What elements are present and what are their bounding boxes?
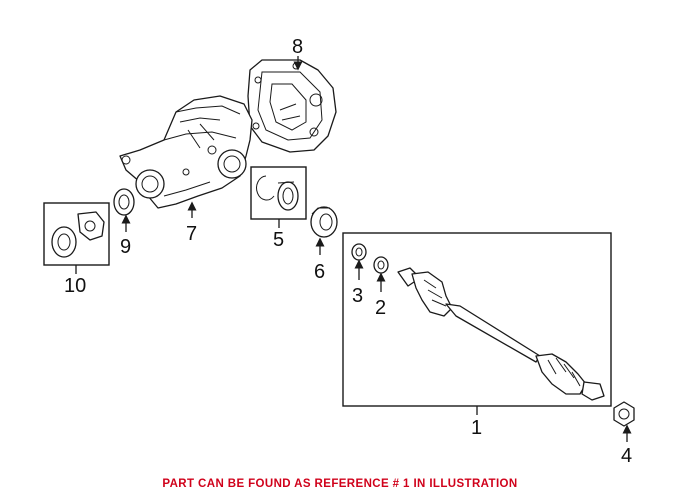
callout-3: 3 <box>352 285 363 307</box>
footer-note: PART CAN BE FOUND AS REFERENCE # 1 IN IL… <box>162 478 518 490</box>
differential-housing-part[interactable] <box>119 95 253 209</box>
bearing-kit-5-part[interactable] <box>250 166 307 220</box>
flange-kit-10-part[interactable] <box>43 202 110 266</box>
axle-shaft-part[interactable] <box>397 267 605 401</box>
callout-10: 10 <box>64 275 86 297</box>
seal-6-part[interactable] <box>310 206 338 238</box>
callout-2: 2 <box>375 297 386 319</box>
ring-3-part[interactable] <box>351 243 367 261</box>
differential-cover-part[interactable] <box>247 59 337 153</box>
seal-9-part[interactable] <box>113 188 135 216</box>
callout-9: 9 <box>120 236 131 258</box>
ring-2-part[interactable] <box>373 256 389 274</box>
callout-1: 1 <box>471 417 482 439</box>
callout-8: 8 <box>292 36 303 58</box>
callout-5: 5 <box>273 229 284 251</box>
callout-6: 6 <box>314 261 325 283</box>
callout-7: 7 <box>186 223 197 245</box>
axle-nut-4-part[interactable] <box>613 401 635 427</box>
callout-4: 4 <box>621 445 632 467</box>
